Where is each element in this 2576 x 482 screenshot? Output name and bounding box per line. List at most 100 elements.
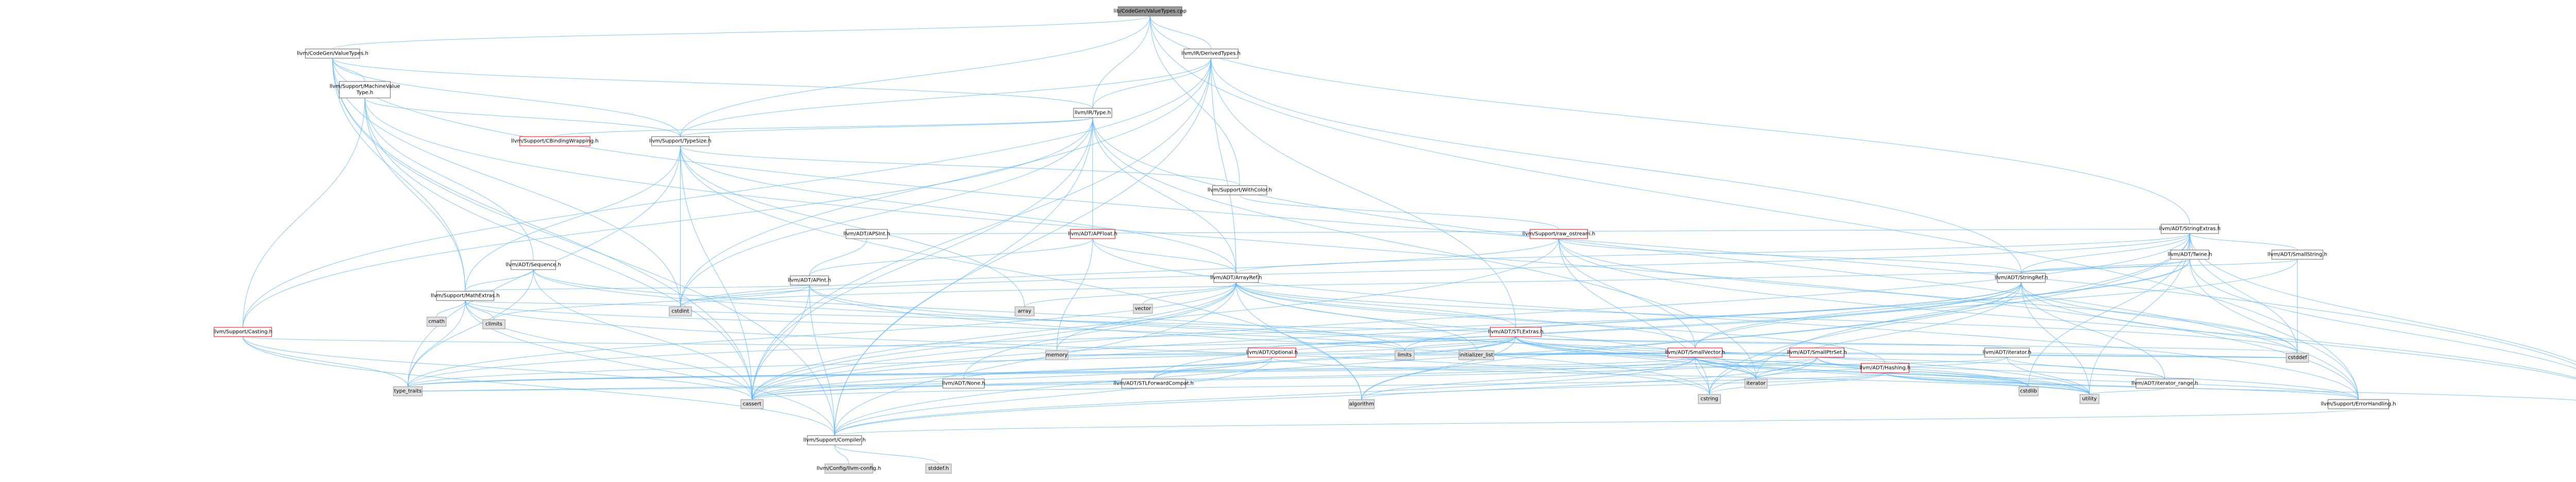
edge-hashing-to-utility: [1885, 372, 2090, 395]
node-smallptrset[interactable]: llvm/ADT/SmallPtrSet.h: [1787, 347, 1847, 358]
edge-smallvector-to-cassert: [752, 357, 1696, 400]
node-box-cmath: [427, 317, 447, 327]
node-cassert[interactable]: cassert: [740, 399, 764, 409]
edge-smallvector-to-algorithm: [1361, 357, 1696, 400]
edge-iterator-to-typetraits: [408, 357, 2008, 387]
node-errhandling[interactable]: llvm/Support/ErrorHandling.h: [2321, 399, 2396, 409]
node-memory[interactable]: memory: [1045, 350, 1069, 360]
node-cgvt[interactable]: llvm/CodeGen/ValueTypes.h: [297, 48, 368, 59]
edge-iterator-to-cstddef: [2007, 352, 2298, 358]
edge-rawostream-to-cstddef: [1558, 238, 2298, 354]
edge-apint-to-compiler: [809, 285, 835, 436]
node-compiler[interactable]: llvm/Support/Compiler.h: [803, 435, 866, 445]
node-box-apsint: [845, 229, 888, 239]
node-box-twine: [2170, 250, 2210, 260]
node-sequence[interactable]: llvm/ADT/Sequence.h: [505, 260, 561, 270]
edge-arrayref-to-algorithm: [1235, 282, 1362, 400]
node-cmath[interactable]: cmath: [427, 317, 447, 327]
node-label-stringref: llvm/ADT/StringRef.h: [1995, 275, 2048, 281]
node-initlist[interactable]: initializer_list: [1458, 350, 1495, 360]
node-stlfwd[interactable]: llvm/ADT/STLForwardCompat.h: [1113, 378, 1194, 389]
node-vector[interactable]: vector: [1133, 304, 1153, 314]
edge-dertypes-to-stringref: [1211, 58, 2022, 274]
node-label-stlfwd: llvm/ADT/STLForwardCompat.h: [1113, 381, 1194, 387]
node-label-mvt: llvm/Support/MachineValue: [330, 84, 400, 90]
node-typesize[interactable]: llvm/Support/TypeSize.h: [649, 136, 711, 146]
edge-smallvector-to-typetraits: [408, 357, 1696, 387]
node-apfloat[interactable]: llvm/ADT/APFloat.h: [1068, 229, 1117, 239]
edge-sequence-to-limits: [533, 269, 1405, 351]
node-cstdlib[interactable]: cstdlib: [2019, 386, 2039, 396]
node-none[interactable]: llvm/ADT/None.h: [942, 378, 985, 389]
edge-stlextras-to-typetraits: [408, 336, 1516, 387]
node-limits[interactable]: limits: [1395, 350, 1415, 360]
node-label-dertypes: llvm/IR/DerivedTypes.h: [1181, 51, 1241, 57]
edge-cgvt-to-string: [332, 58, 2576, 365]
node-apsint[interactable]: llvm/ADT/APSInt.h: [843, 229, 890, 239]
edge-root-to-cgvt: [332, 15, 1150, 49]
node-label-typetraits: type_traits: [394, 389, 421, 394]
edge-smallvector-to-compiler: [834, 357, 1696, 436]
node-smallvector[interactable]: llvm/ADT/SmallVector.h: [1665, 347, 1725, 358]
edge-typesize-to-mathextras: [465, 145, 681, 292]
node-casting[interactable]: llvm/Support/Casting.h: [213, 327, 273, 337]
node-twine[interactable]: llvm/ADT/Twine.h: [2167, 250, 2212, 260]
node-stlextras[interactable]: llvm/ADT/STLExtras.h: [1488, 327, 1544, 337]
node-config[interactable]: llvm/Config/llvm-config.h: [817, 463, 881, 474]
node-array[interactable]: array: [1014, 306, 1035, 317]
node-box-climits: [482, 319, 505, 329]
edge-stringref-to-cstring: [1709, 282, 2022, 395]
node-box-apfloat: [1070, 229, 1115, 239]
edge-none-to-typetraits: [408, 383, 964, 392]
node-iterrange[interactable]: llvm/ADT/iterator_range.h: [2131, 378, 2198, 389]
node-smallstring[interactable]: llvm/ADT/SmallString.h: [2267, 250, 2327, 260]
edge-twine-to-stringref: [2021, 259, 2190, 274]
node-optional[interactable]: llvm/ADT/Optional.h: [1246, 347, 1298, 358]
node-rawostream[interactable]: llvm/Support/raw_ostream.h: [1522, 229, 1596, 239]
node-box-stddef: [925, 463, 952, 474]
node-box-iterator: [1984, 347, 2030, 358]
node-dertypes[interactable]: llvm/IR/DerivedTypes.h: [1181, 48, 1241, 59]
node-label-apint: llvm/ADT/APInt.h: [788, 278, 831, 284]
edge-irtype-to-cstdint: [680, 117, 1093, 307]
edge-apint-to-utility: [809, 285, 2090, 395]
node-irtype[interactable]: llvm/IR/Type.h: [1073, 108, 1112, 118]
edge-mathextras-to-typetraits: [408, 300, 466, 387]
node-box-algorithm: [1348, 399, 1375, 409]
node-utility[interactable]: utility: [2079, 394, 2099, 404]
edge-cgvt-to-typesize: [332, 58, 681, 137]
edge-dertypes-to-casting: [242, 58, 1212, 328]
node-mathextras[interactable]: llvm/Support/MathExtras.h: [431, 291, 500, 301]
node-stddef[interactable]: stddef.h: [925, 463, 952, 474]
node-cbw[interactable]: llvm/Support/CBindingWrapping.h: [511, 136, 599, 146]
node-label-stddef: stddef.h: [928, 466, 948, 472]
edge-twine-to-errhandling: [2189, 259, 2359, 400]
node-box-casting: [214, 327, 272, 337]
node-stringref[interactable]: llvm/ADT/StringRef.h: [1995, 273, 2048, 283]
node-label-cstring: cstring: [1701, 396, 1718, 402]
edge-casting-to-compiler: [242, 336, 835, 436]
node-algorithm[interactable]: algorithm: [1348, 399, 1375, 409]
node-arrayref[interactable]: llvm/ADT/ArrayRef.h: [1210, 273, 1262, 283]
node-box-errhandling: [2328, 399, 2389, 409]
node-cstddef[interactable]: cstddef: [2286, 353, 2309, 363]
node-box-none: [942, 378, 985, 389]
edge-irtype-to-cassert: [752, 117, 1093, 400]
node-climits[interactable]: climits: [482, 319, 505, 329]
node-iteratorh[interactable]: iterator: [1744, 378, 1768, 389]
node-cstdint[interactable]: cstdint: [669, 306, 692, 317]
edge-stlextras-to-errhandling: [1515, 336, 2359, 400]
node-label-iterrange: llvm/ADT/iterator_range.h: [2131, 381, 2198, 387]
node-cstring[interactable]: cstring: [1698, 394, 1721, 404]
node-iterator[interactable]: llvm/ADT/iterator.h: [1982, 347, 2031, 358]
edge-stringref-to-algorithm: [1361, 282, 2022, 400]
edge-stringref-to-cassert: [752, 282, 2022, 400]
node-root[interactable]: lib/CodeGen/ValueTypes.cpp: [1113, 6, 1187, 16]
node-withcolor[interactable]: llvm/Support/WithColor.h: [1208, 185, 1272, 195]
node-typetraits[interactable]: type_traits: [393, 386, 423, 396]
node-strextras[interactable]: llvm/ADT/StringExtras.h: [2159, 224, 2221, 234]
node-apint[interactable]: llvm/ADT/APInt.h: [788, 275, 831, 286]
edge-irtype-to-iteratorh: [1092, 117, 1756, 379]
node-hashing[interactable]: llvm/ADT/Hashing.h: [1860, 363, 1911, 373]
